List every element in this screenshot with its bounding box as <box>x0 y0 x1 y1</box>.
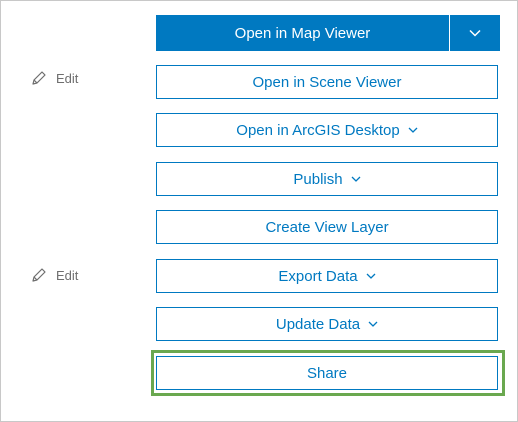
update-data-label: Update Data <box>275 315 361 333</box>
publish-button[interactable]: Publish <box>156 162 498 196</box>
edit-label: Edit <box>56 267 79 283</box>
share-label: Share <box>306 364 348 382</box>
export-data-button[interactable]: Export Data <box>156 259 498 293</box>
open-in-scene-viewer-label: Open in Scene Viewer <box>252 73 402 91</box>
chevron-down-icon <box>469 29 481 37</box>
update-data-button[interactable]: Update Data <box>156 307 498 341</box>
open-in-scene-viewer-button[interactable]: Open in Scene Viewer <box>156 65 498 99</box>
pencil-icon <box>32 268 46 282</box>
create-view-layer-label: Create View Layer <box>265 218 389 236</box>
edit-label: Edit <box>56 70 79 86</box>
open-in-map-viewer-button[interactable]: Open in Map Viewer <box>156 15 449 51</box>
edit-link[interactable]: Edit <box>31 70 78 86</box>
create-view-layer-button[interactable]: Create View Layer <box>156 210 498 244</box>
open-in-arcgis-desktop-button[interactable]: Open in ArcGIS Desktop <box>156 113 498 147</box>
pencil-icon <box>32 71 46 85</box>
publish-label: Publish <box>293 170 343 188</box>
edit-link[interactable]: Edit <box>31 267 78 283</box>
open-in-map-viewer-group: Open in Map Viewer <box>156 15 500 51</box>
export-data-label: Export Data <box>278 267 358 285</box>
map-viewer-options-dropdown[interactable] <box>450 15 500 51</box>
share-highlight-frame <box>151 350 505 396</box>
open-in-arcgis-desktop-label: Open in ArcGIS Desktop <box>236 121 400 139</box>
share-button[interactable]: Share <box>156 356 498 390</box>
chevron-down-icon <box>366 273 376 279</box>
chevron-down-icon <box>351 176 361 182</box>
chevron-down-icon <box>408 127 418 133</box>
chevron-down-icon <box>368 321 378 327</box>
